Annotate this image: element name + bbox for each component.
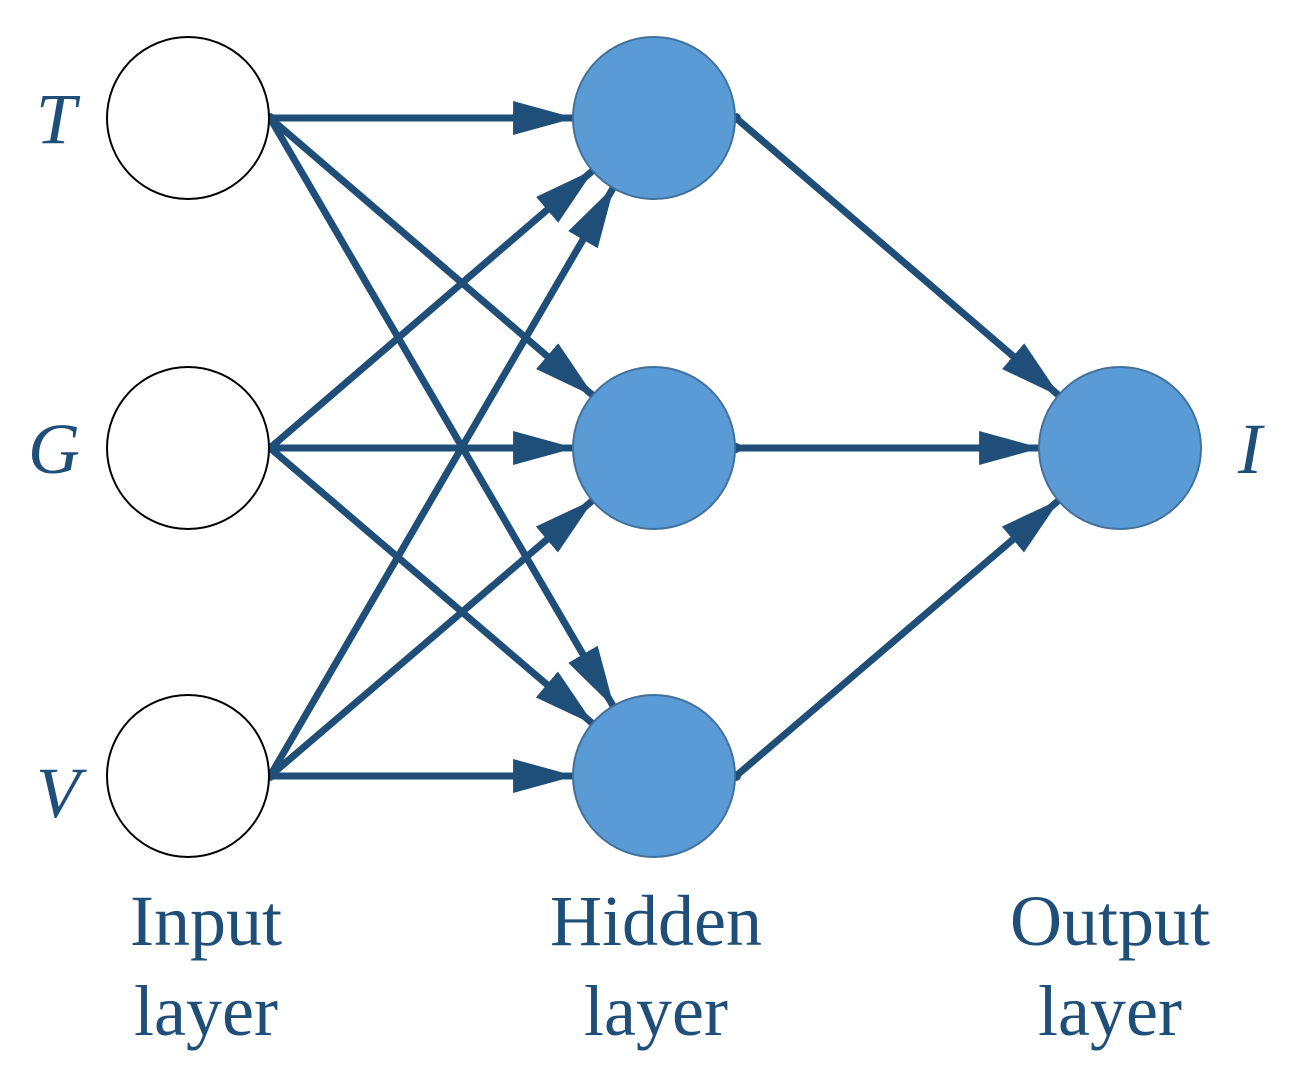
hidden-layer-caption-line2: layer (584, 971, 728, 1051)
input-layer-nodes (106, 36, 270, 858)
input-label-t: T (36, 79, 81, 159)
edge-input-t-to-hidden-3 (266, 114, 617, 709)
output-node-i (1038, 366, 1202, 530)
hidden-node-1 (572, 36, 736, 200)
edge-input-v-to-hidden-2 (266, 497, 596, 780)
input-node-v (106, 694, 270, 858)
connections (265, 101, 1062, 793)
input-label-v: V (36, 753, 87, 833)
edge-hidden-3-to-output (732, 497, 1062, 780)
edge-input-g-to-hidden-1 (266, 167, 596, 452)
input-node-t (106, 36, 270, 200)
output-layer-caption-line2: layer (1038, 971, 1182, 1051)
hidden-node-2 (572, 366, 736, 530)
output-layer-caption-line1: Output (1010, 881, 1210, 961)
edge-input-v-to-hidden-1 (266, 185, 617, 780)
input-node-g (106, 366, 270, 530)
hidden-layer-caption-line1: Hidden (550, 881, 762, 961)
edge-input-g-to-hidden-3 (266, 444, 596, 727)
edge-input-t-to-hidden-2 (266, 114, 596, 399)
edge-hidden-1-to-output (732, 114, 1062, 399)
input-layer-caption-line1: Input (130, 881, 282, 961)
output-layer-nodes (1038, 366, 1202, 530)
input-label-g: G (28, 409, 80, 489)
hidden-node-3 (572, 694, 736, 858)
output-label-i: I (1237, 409, 1265, 489)
hidden-layer-nodes (572, 36, 736, 858)
input-layer-caption-line2: layer (134, 971, 278, 1051)
